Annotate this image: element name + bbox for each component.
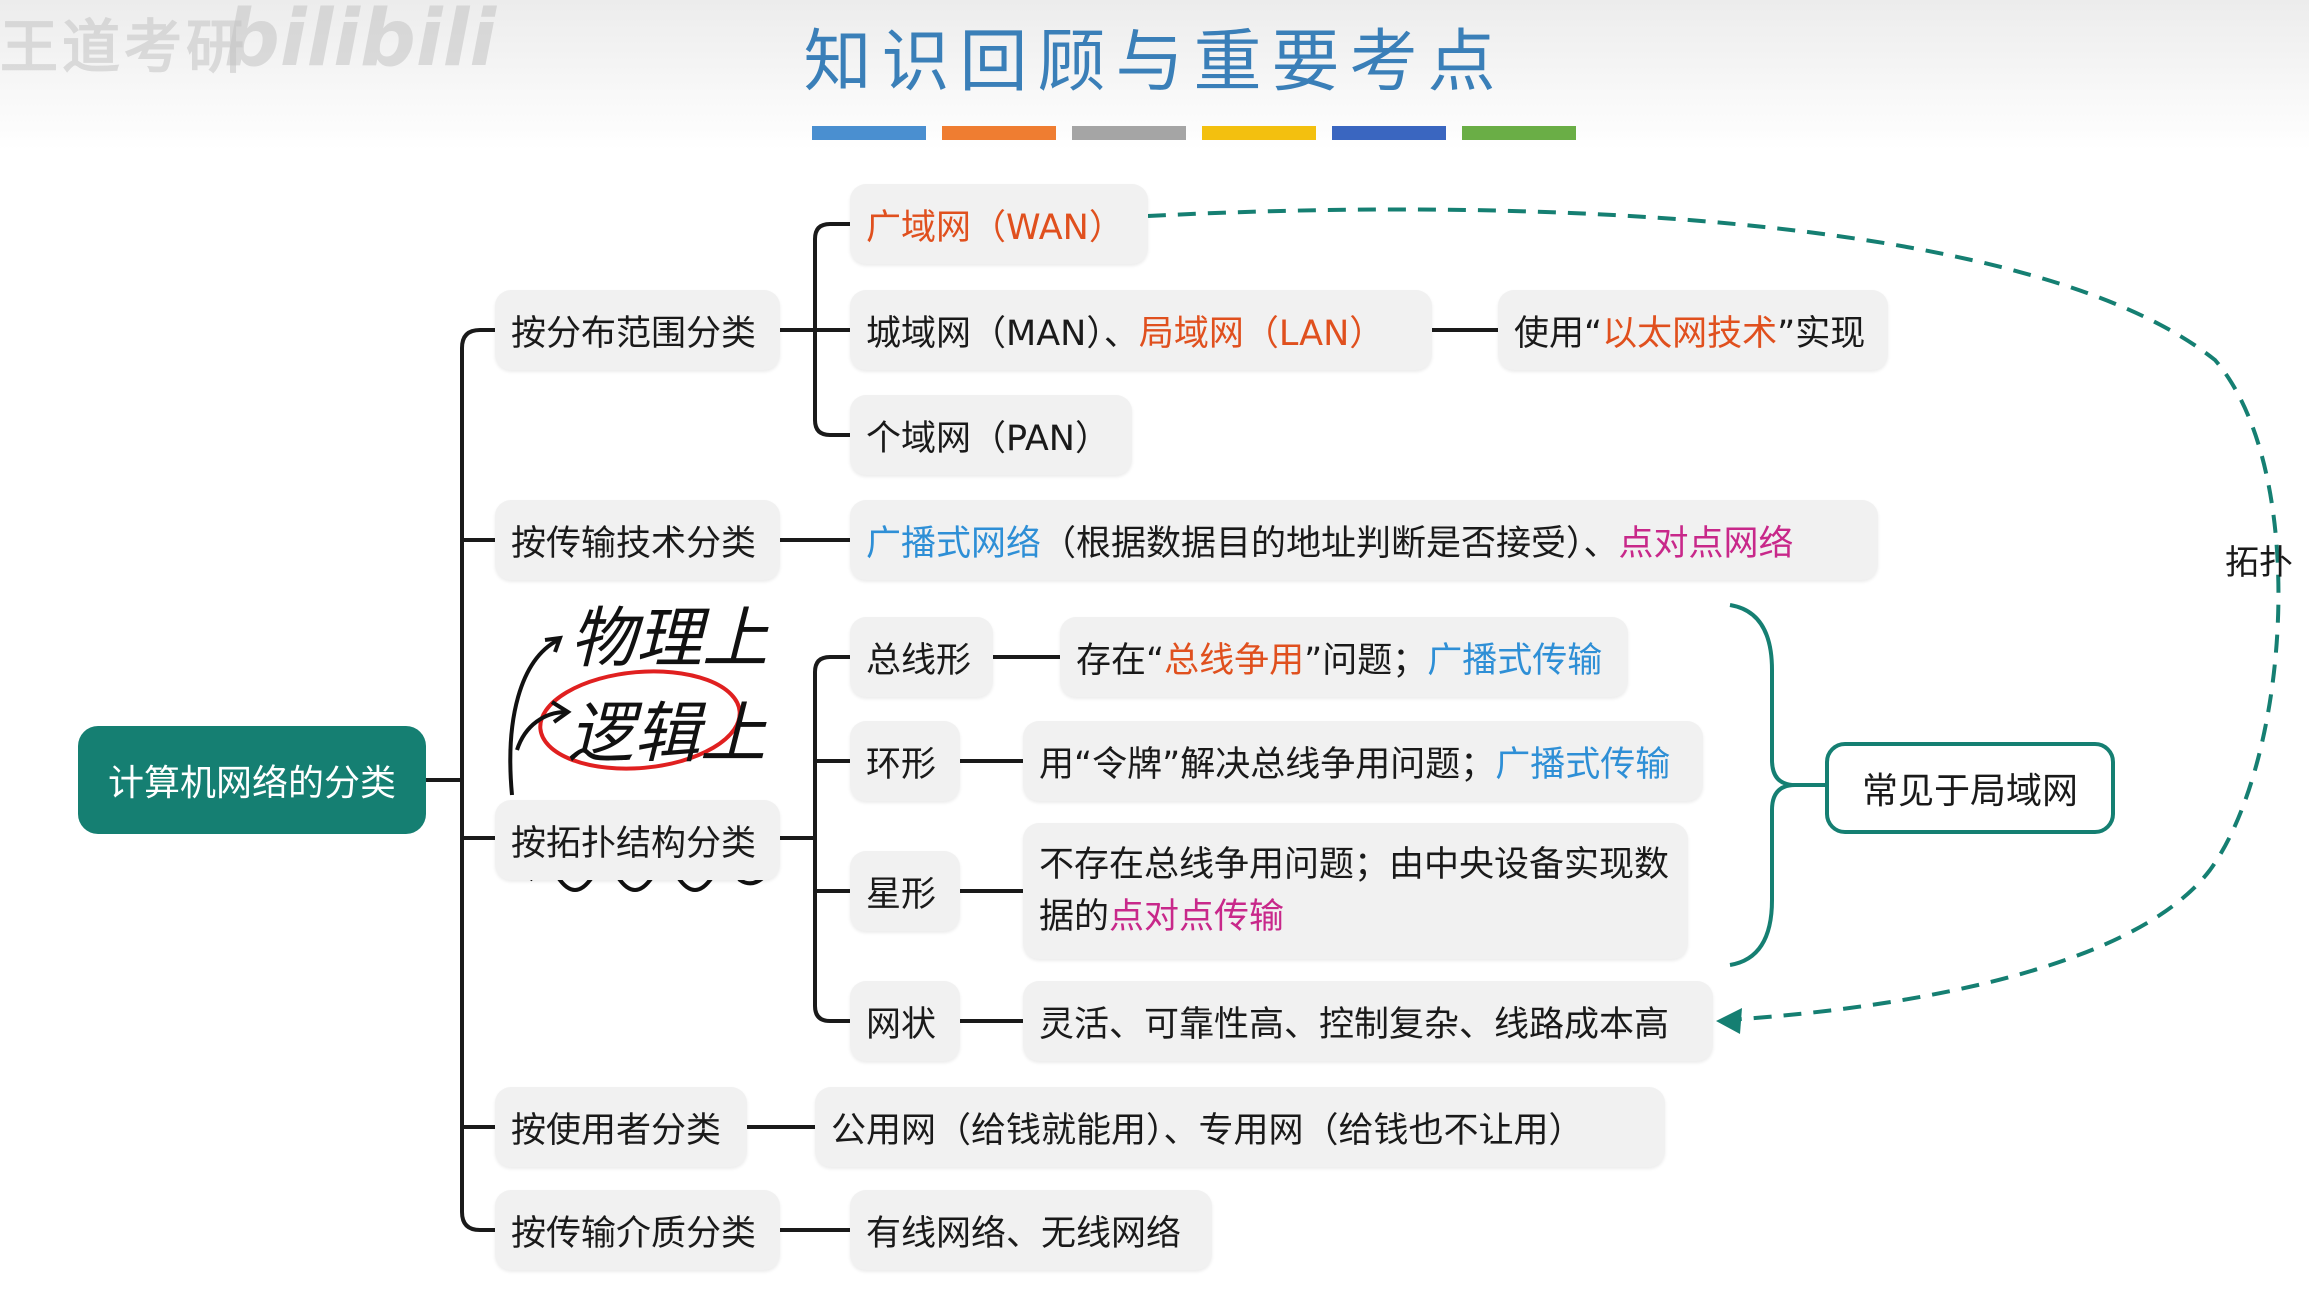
arrow-head-logical bbox=[550, 700, 572, 724]
color-bar-2 bbox=[942, 126, 1056, 140]
ethernet-highlight: 以太网技术 bbox=[1602, 313, 1778, 354]
node-ring: 环形 bbox=[850, 721, 960, 801]
watermark-bilibili: bilibili bbox=[224, 0, 497, 84]
arrow-to-logical bbox=[515, 710, 567, 751]
wan-label: 广域网（WAN） bbox=[866, 207, 1124, 248]
lan-brace bbox=[1729, 603, 1796, 967]
node-bus: 总线形 bbox=[850, 617, 993, 697]
man-label: 城域网（MAN）、 bbox=[866, 313, 1139, 354]
bus-highlight: 总线争用 bbox=[1164, 640, 1305, 681]
root-node: 计算机网络的分类 bbox=[78, 726, 426, 834]
star-desc: 不存在总线争用问题；由中央设备实现数据的点对点传输 bbox=[1023, 823, 1688, 959]
handwriting-physical: 物理上 bbox=[570, 600, 768, 677]
bus-desc: 存在“总线争用”问题；广播式传输 bbox=[1060, 617, 1628, 697]
node-medium: 有线网络、无线网络 bbox=[850, 1190, 1212, 1270]
color-bar-4 bbox=[1202, 126, 1316, 140]
arrow-to-physical bbox=[508, 638, 559, 796]
arrow-head-physical bbox=[544, 635, 563, 653]
page-title: 知识回顾与重要考点 bbox=[803, 23, 1506, 102]
node-ethernet: 使用“以太网技术”实现 bbox=[1498, 290, 1888, 370]
ring-pre: 用“令牌”解决总线争用问题； bbox=[1039, 744, 1496, 785]
watermark-left: 王道考研 bbox=[0, 13, 249, 81]
ring-tail: 广播式传输 bbox=[1495, 744, 1671, 785]
category-range: 按分布范围分类 bbox=[495, 290, 780, 370]
category-tech: 按传输技术分类 bbox=[495, 500, 780, 580]
topology-label: 拓扑 bbox=[2225, 543, 2293, 583]
broadcast-label: 广播式网络 bbox=[866, 523, 1042, 564]
node-pan: 个域网（PAN） bbox=[850, 395, 1132, 475]
node-mesh: 网状 bbox=[850, 981, 960, 1061]
p2p-label: 点对点网络 bbox=[1618, 523, 1794, 564]
arc-arrowhead bbox=[1716, 1008, 1742, 1034]
lan-note: 常见于局域网 bbox=[1825, 742, 2115, 834]
lan-label: 局域网（LAN） bbox=[1138, 313, 1385, 354]
header-band bbox=[0, 0, 2309, 150]
category-topo: 按拓扑结构分类 bbox=[495, 800, 780, 880]
category-medium: 按传输介质分类 bbox=[495, 1190, 780, 1270]
bus-mid: ”问题； bbox=[1304, 640, 1428, 681]
main-trunk bbox=[460, 328, 495, 1232]
star-pre: 不存在总线争用问题；由中央设备实现数据的 bbox=[1039, 845, 1670, 937]
mesh-desc: 灵活、可靠性高、控制复杂、线路成本高 bbox=[1023, 981, 1713, 1061]
topo-bracket bbox=[813, 655, 850, 1023]
ethernet-pre: 使用“ bbox=[1514, 313, 1603, 354]
ring-desc: 用“令牌”解决总线争用问题；广播式传输 bbox=[1023, 721, 1703, 801]
node-tech: 广播式网络（根据数据目的地址判断是否接受）、点对点网络 bbox=[850, 500, 1878, 580]
topology-dashed-arc bbox=[1147, 207, 2281, 1022]
node-man-lan: 城域网（MAN）、局域网（LAN） bbox=[850, 290, 1432, 370]
category-user: 按使用者分类 bbox=[495, 1087, 747, 1167]
star-tail: 点对点传输 bbox=[1109, 897, 1285, 937]
color-bar-1 bbox=[812, 126, 926, 140]
color-bar-6 bbox=[1462, 126, 1576, 140]
bus-tail: 广播式传输 bbox=[1427, 640, 1603, 681]
color-bar-3 bbox=[1072, 126, 1186, 140]
node-user: 公用网（给钱就能用）、专用网（给钱也不让用） bbox=[815, 1087, 1665, 1167]
red-circle bbox=[538, 669, 742, 771]
color-bar-5 bbox=[1332, 126, 1446, 140]
node-star: 星形 bbox=[850, 851, 960, 931]
node-wan: 广域网（WAN） bbox=[850, 184, 1148, 264]
bus-pre: 存在“ bbox=[1076, 640, 1165, 681]
tech-note: （根据数据目的地址判断是否接受）、 bbox=[1041, 523, 1619, 564]
handwriting-logical: 逻辑上 bbox=[568, 695, 766, 772]
ethernet-post: ”实现 bbox=[1777, 313, 1866, 354]
